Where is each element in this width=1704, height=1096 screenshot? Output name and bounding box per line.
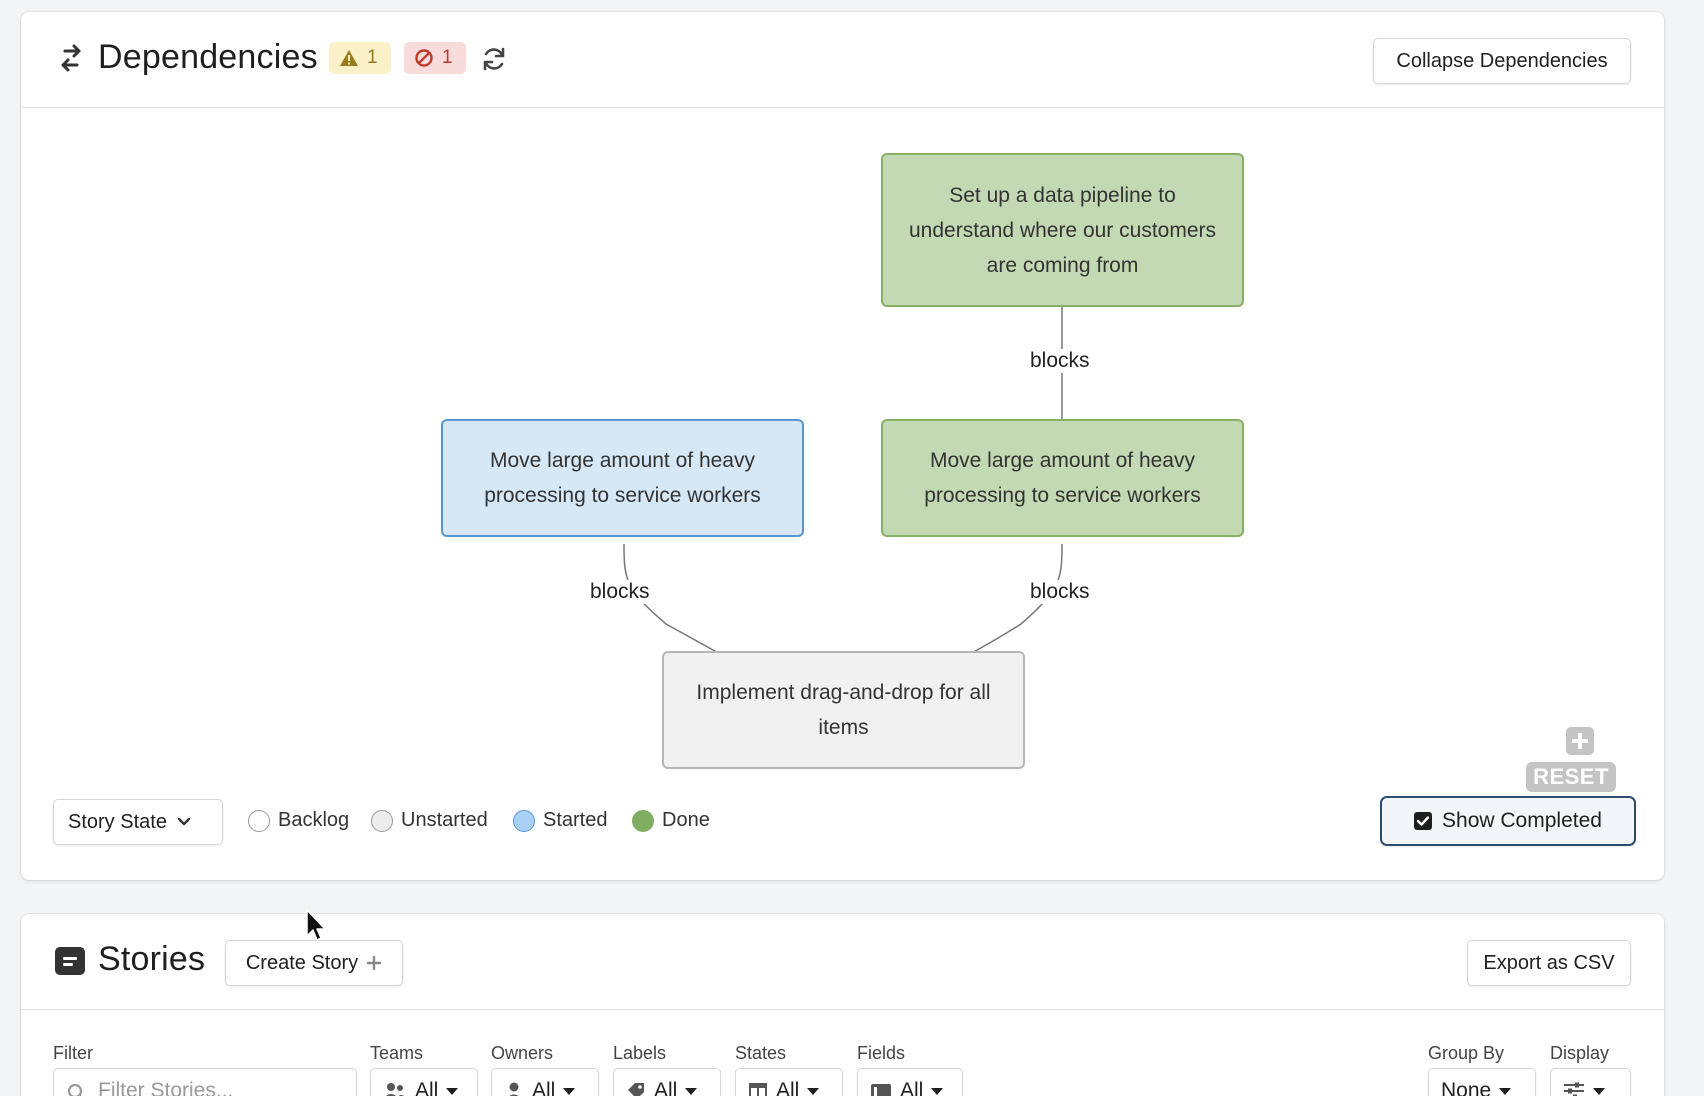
user-icon — [509, 1082, 519, 1096]
warning-count: 1 — [367, 47, 378, 68]
stories-icon — [55, 947, 85, 975]
owners-value: All — [532, 1079, 556, 1096]
states-dropdown[interactable]: All — [735, 1068, 843, 1096]
caret-down-icon — [446, 1087, 459, 1095]
filter-label: Filter — [53, 1043, 93, 1063]
field-icon — [871, 1084, 891, 1096]
edge-label-blocks: blocks — [1028, 580, 1092, 604]
labels-label: Labels — [613, 1043, 667, 1063]
labels-value: All — [654, 1079, 678, 1096]
teams-value: All — [415, 1079, 439, 1096]
warning-badge[interactable]: 1 — [329, 42, 391, 74]
group-by-label: Group By — [1428, 1043, 1505, 1063]
stories-header: Stories Create Story Export as CSV — [21, 914, 1664, 1010]
zoom-in-button[interactable] — [1566, 727, 1594, 755]
show-completed-toggle[interactable]: Show Completed — [1380, 796, 1636, 846]
edge-label-blocks: blocks — [588, 580, 652, 604]
edge-label-blocks: blocks — [1028, 349, 1092, 373]
node-data-pipeline[interactable]: Set up a data pipeline to understand whe… — [881, 153, 1244, 307]
swap-arrows-icon — [61, 44, 81, 72]
create-story-label: Create Story — [245, 951, 359, 974]
collapse-dependencies-button[interactable]: Collapse Dependencies — [1373, 38, 1631, 84]
search-icon — [67, 1083, 83, 1096]
fields-label: Fields — [857, 1043, 906, 1063]
dependencies-title: Dependencies — [98, 38, 318, 76]
node-service-workers-started[interactable]: Move large amount of heavy processing to… — [441, 419, 804, 537]
legend-dot-started — [513, 809, 535, 832]
legend-label: Unstarted — [401, 809, 488, 831]
refresh-icon[interactable] — [481, 46, 507, 72]
legend-unstarted: Unstarted — [371, 809, 488, 832]
caret-down-icon — [685, 1087, 698, 1095]
filter-stories-input[interactable] — [53, 1068, 357, 1096]
story-state-dropdown[interactable]: Story State — [53, 799, 223, 845]
caret-down-icon — [807, 1087, 820, 1095]
dependency-graph[interactable]: Set up a data pipeline to understand whe… — [21, 109, 1664, 833]
stories-panel: Stories Create Story Export as CSV Filte… — [21, 914, 1664, 1096]
caret-down-icon — [1499, 1087, 1512, 1095]
story-state-label: Story State — [68, 810, 167, 833]
group-by-value: None — [1441, 1079, 1492, 1096]
legend-dot-backlog — [248, 809, 270, 832]
sliders-icon — [1564, 1082, 1584, 1096]
owners-dropdown[interactable]: All — [491, 1068, 599, 1096]
users-icon — [386, 1083, 405, 1096]
caret-down-icon — [1593, 1087, 1605, 1095]
create-story-button[interactable]: Create Story — [225, 940, 403, 986]
legend-done: Done — [632, 809, 710, 832]
legend-backlog: Backlog — [248, 809, 349, 832]
fields-dropdown[interactable]: All — [857, 1068, 963, 1096]
tag-icon — [628, 1083, 644, 1096]
group-by-dropdown[interactable]: None — [1428, 1068, 1536, 1096]
table-icon — [749, 1083, 767, 1096]
show-completed-label: Show Completed — [1442, 809, 1602, 832]
caret-down-icon — [931, 1087, 944, 1095]
export-csv-button[interactable]: Export as CSV — [1467, 940, 1631, 986]
node-service-workers-done[interactable]: Move large amount of heavy processing to… — [881, 419, 1244, 537]
dependencies-header: Dependencies 1 1 Collapse Dependencies — [21, 12, 1664, 108]
caret-down-icon — [563, 1087, 576, 1095]
legend-label: Started — [543, 809, 608, 831]
teams-dropdown[interactable]: All — [370, 1068, 478, 1096]
teams-label: Teams — [370, 1043, 424, 1063]
legend-started: Started — [513, 809, 607, 832]
display-dropdown[interactable] — [1550, 1068, 1631, 1096]
plus-icon — [366, 955, 382, 971]
display-label: Display — [1550, 1043, 1610, 1063]
legend-dot-done — [632, 809, 654, 832]
states-value: All — [776, 1079, 800, 1096]
fields-value: All — [900, 1079, 924, 1096]
labels-dropdown[interactable]: All — [613, 1068, 721, 1096]
legend-dot-unstarted — [371, 809, 393, 832]
legend-label: Done — [662, 809, 710, 831]
zoom-reset-button[interactable]: RESET — [1526, 762, 1616, 792]
checkbox-checked-icon — [1414, 812, 1433, 830]
chevron-down-icon — [177, 817, 191, 826]
states-label: States — [735, 1043, 787, 1063]
owners-label: Owners — [491, 1043, 554, 1063]
blocked-badge[interactable]: 1 — [404, 42, 466, 74]
node-drag-and-drop[interactable]: Implement drag-and-drop for all items — [662, 651, 1025, 769]
stories-title: Stories — [98, 940, 206, 978]
dependencies-panel: Dependencies 1 1 Collapse Dependencies — [21, 12, 1664, 880]
warning-icon — [340, 50, 358, 66]
legend-label: Backlog — [278, 809, 350, 831]
blocked-count: 1 — [442, 47, 453, 68]
blocked-icon — [415, 49, 433, 67]
